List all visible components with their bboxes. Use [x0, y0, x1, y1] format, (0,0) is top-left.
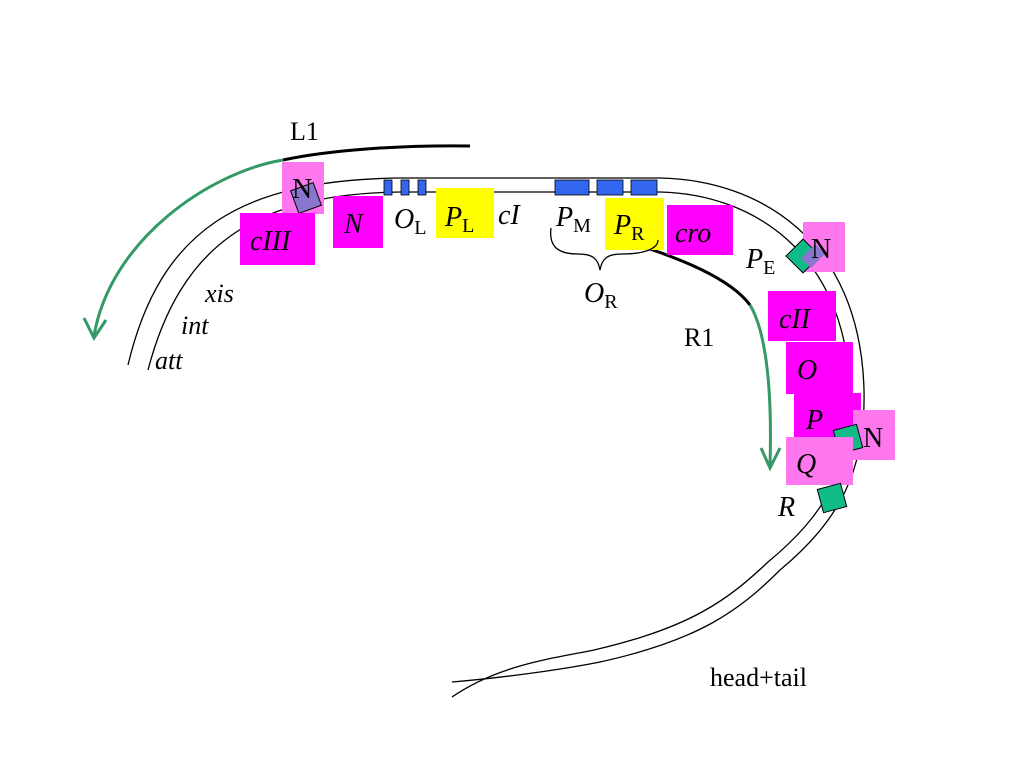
- or-operator-block-2: [596, 179, 624, 196]
- or-operator-block-3: [630, 179, 658, 196]
- gene-q-box: [786, 437, 853, 485]
- n-protein-left-square: [289, 181, 323, 215]
- r1-label: R1: [684, 323, 714, 352]
- promoter-pl-label: PL: [444, 202, 474, 237]
- or-label: OR: [584, 278, 618, 313]
- ol-operator-block-3: [417, 179, 427, 196]
- gene-p-label: P: [805, 405, 823, 436]
- site-xis-label: xis: [204, 279, 234, 308]
- r1-arrow-path: [748, 304, 772, 467]
- gene-o-label: O: [797, 355, 817, 386]
- gene-r-label: R: [777, 492, 795, 523]
- gene-ciii-box: [240, 213, 315, 265]
- or-brace: [549, 227, 659, 271]
- n-protein-right-top-label: N: [811, 234, 831, 265]
- gene-ci-label: cI: [498, 200, 521, 231]
- site-int-label: int: [181, 311, 209, 340]
- ol-label: OL: [394, 204, 426, 239]
- or-operator-block-1: [554, 179, 590, 196]
- promoter-pe-label: PE: [745, 244, 775, 279]
- l1-arrow-path: [92, 158, 284, 337]
- dna-strand-inner: [147, 191, 851, 698]
- n-protein-right-top-overlap: [800, 243, 826, 269]
- n-protein-right-bottom-box: [853, 410, 895, 460]
- promoter-pr-box: [605, 198, 664, 250]
- ol-operator-block-2: [400, 179, 410, 196]
- gene-cii-label: cII: [779, 304, 812, 335]
- r-site-square: [816, 482, 848, 514]
- n-protein-right-bottom-label: N: [863, 423, 883, 454]
- gene-ciii-label: cIII: [250, 226, 292, 257]
- ol-operator-block-1: [383, 179, 393, 196]
- l1-label: L1: [290, 117, 319, 146]
- l1-transcript-line: [282, 144, 471, 162]
- gene-n-label: N: [343, 209, 364, 240]
- gene-q-label: Q: [796, 449, 816, 480]
- gene-n-box: [333, 196, 383, 248]
- gene-cii-box: [768, 291, 836, 341]
- gene-cro-box: [667, 205, 733, 255]
- head-tail-label: head+tail: [710, 663, 807, 692]
- gene-o-box: [786, 342, 853, 394]
- r1-arrowhead: [759, 447, 782, 472]
- site-att-label: att: [155, 346, 183, 375]
- promoter-pl-box: [436, 188, 494, 238]
- l1-arrowhead: [82, 317, 108, 341]
- promoter-pr-label: PR: [613, 210, 645, 245]
- n-protein-left-label: N: [292, 174, 312, 205]
- promoter-pm-label: PM: [555, 202, 591, 237]
- gene-cro-label: cro: [675, 218, 711, 249]
